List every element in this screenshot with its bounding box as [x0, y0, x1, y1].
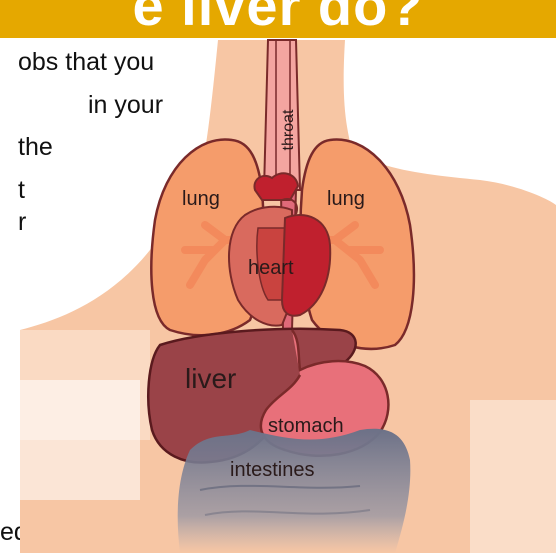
intestines-label: intestines: [230, 459, 315, 481]
intestines: [178, 429, 411, 553]
lung-right-label: lung: [327, 188, 365, 210]
stomach-label: stomach: [268, 415, 344, 437]
liver-label: liver: [185, 363, 236, 394]
heart-label: heart: [248, 257, 294, 279]
throat-label: throat: [280, 109, 297, 150]
lung-left-label: lung: [182, 188, 220, 210]
